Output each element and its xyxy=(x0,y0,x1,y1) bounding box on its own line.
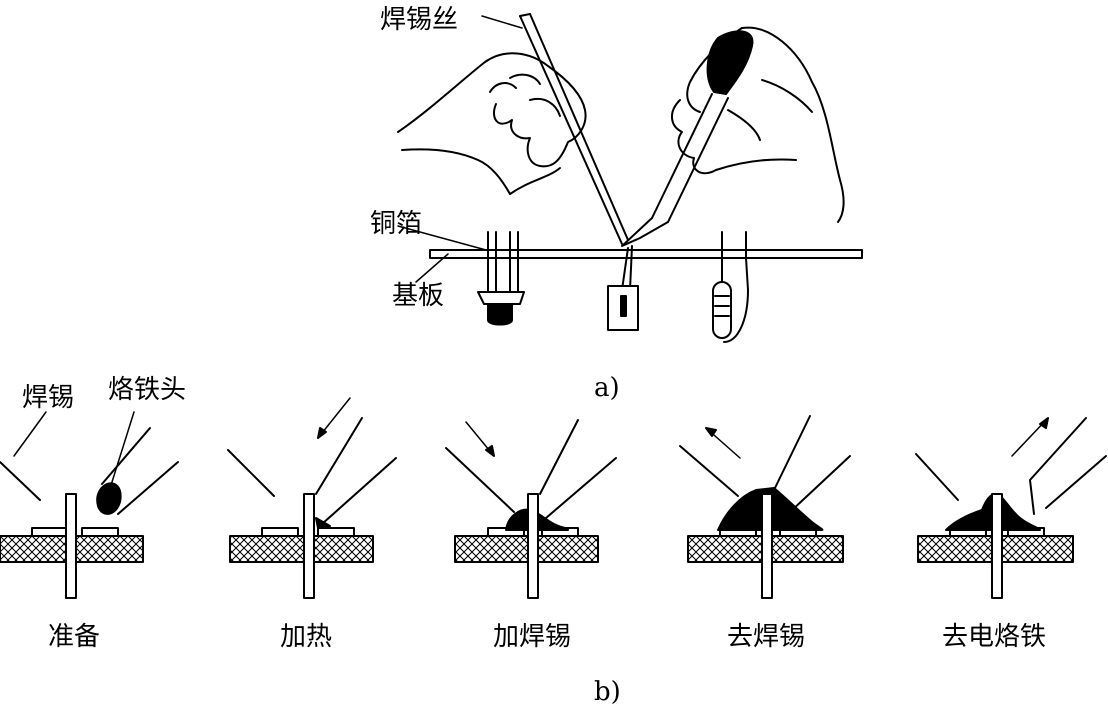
step-label-heat: 加热 xyxy=(280,622,332,652)
caption-a: a) xyxy=(594,373,620,403)
part-b-steps xyxy=(0,397,1107,599)
circuit-board xyxy=(429,249,863,259)
step-prepare xyxy=(0,411,179,599)
left-hand xyxy=(397,52,587,195)
soldering-iron xyxy=(621,30,754,247)
step-add-solder xyxy=(445,419,617,599)
leader-substrate xyxy=(415,253,449,283)
leader-solder-wire xyxy=(481,15,523,29)
step-label-remove-solder: 去焊锡 xyxy=(727,622,805,652)
component-middle xyxy=(607,245,639,331)
part-a-illustration xyxy=(397,13,863,343)
step-label-add-solder: 加焊锡 xyxy=(493,622,571,652)
label-iron-tip: 烙铁头 xyxy=(108,375,186,405)
iron-tip-blob xyxy=(96,482,122,515)
copper-pad xyxy=(31,527,69,537)
solder-wire xyxy=(519,13,629,245)
label-solder-wire: 焊锡丝 xyxy=(380,5,458,35)
leader-solder xyxy=(13,411,47,457)
step-remove-solder xyxy=(679,415,851,599)
solder-wire-line xyxy=(0,461,41,501)
label-solder: 焊锡 xyxy=(22,383,74,413)
iron-line xyxy=(101,427,151,485)
component-right xyxy=(712,231,749,343)
leader-copper-foil xyxy=(397,225,487,251)
copper-pad xyxy=(81,527,119,537)
caption-b: b) xyxy=(594,677,621,706)
step-remove-iron xyxy=(915,417,1107,599)
iron-line xyxy=(117,461,179,515)
step-heat xyxy=(227,397,397,599)
leader-iron-tip xyxy=(111,411,135,483)
component-lead xyxy=(65,493,77,599)
label-copper-foil: 铜箔 xyxy=(370,209,422,239)
label-substrate: 基板 xyxy=(392,281,444,311)
step-label-prepare: 准备 xyxy=(48,622,100,652)
step-label-remove-iron: 去电烙铁 xyxy=(942,622,1046,652)
component-left xyxy=(477,231,525,326)
